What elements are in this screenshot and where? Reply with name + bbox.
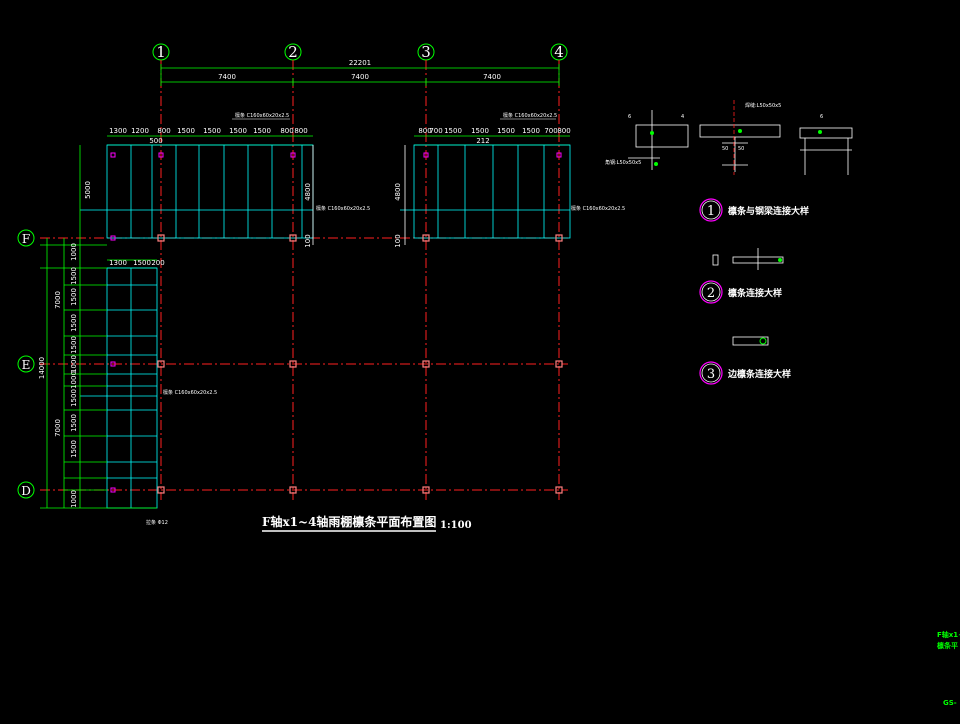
dim-lt-7: 800	[280, 127, 293, 135]
axis-label-F: F	[22, 232, 30, 246]
dim-lt-6: 1500	[253, 127, 271, 135]
dim-sr-0: 1000	[70, 243, 78, 261]
dim-rt-1: 700	[429, 127, 442, 135]
axis-label-2: 2	[288, 43, 298, 61]
dim-rt-0: 800	[418, 127, 431, 135]
dim-sp-1: 1500	[133, 259, 151, 267]
dim-sr-7: 1500	[70, 389, 78, 407]
axis-lines-horizontal	[40, 237, 568, 491]
left-top-dims-text: 1300 1200 800 1500 1500 1500 1500 800 80…	[84, 112, 370, 248]
side-panel-dims-text: 1300 1500 200 14000 7000 7000 1000 1500 …	[38, 243, 217, 526]
dim-sp-2: 200	[151, 259, 164, 267]
detail-item-3[interactable]: 3 边檩条连接大样	[699, 361, 791, 385]
detail-2-number: 2	[707, 286, 715, 301]
dim-overall-top: 22201	[349, 59, 371, 67]
dim-sr-1: 1500	[70, 267, 78, 285]
note-tie: 拉条 Φ12	[146, 519, 168, 526]
detail-note-angle: 50	[722, 146, 728, 152]
detail-item-1[interactable]: 1 檩条与钢梁连接大样	[699, 198, 809, 222]
note-purlin-a: 檩条 C160x60x20x2.5	[235, 112, 289, 119]
dim-rt-3: 1500	[471, 127, 489, 135]
detail-note-bottom: 角钢:L50x50x5	[605, 159, 641, 166]
dim-bay-1: 7400	[218, 73, 236, 81]
note-purlin-d: 檩条 C160x60x20x2.5	[571, 205, 625, 212]
dim-sr-8: 1500	[70, 414, 78, 432]
dim-sp-0: 1300	[109, 259, 127, 267]
detail-note-angle2: 50	[738, 146, 744, 152]
dim-lt-3: 1500	[177, 127, 195, 135]
dim-lt-sub: 500	[149, 137, 162, 145]
dim-rt-2: 1500	[444, 127, 462, 135]
top-dimensions	[160, 64, 560, 86]
dim-rt-4: 1500	[497, 127, 515, 135]
dim-lt-4: 1500	[203, 127, 221, 135]
detail-sym-1: 6	[628, 114, 631, 120]
dim-sr-3: 1500	[70, 314, 78, 332]
axis-bubbles-rows: F E D	[17, 229, 35, 499]
right-top-dims-text: 800 700 1500 1500 1500 1500 700 800 212 …	[394, 112, 625, 248]
detail-sym-2: 4	[681, 114, 684, 120]
title-block-line-2: 檩条平	[937, 641, 958, 650]
detail-sym-3: 6	[820, 114, 823, 120]
axis-label-1: 1	[156, 43, 166, 61]
dim-sr-10: 1000	[70, 490, 78, 508]
axis-lines-vertical	[160, 60, 560, 500]
dim-rt-inner-depth: 4800	[394, 183, 402, 201]
dim-rt-edge: 100	[394, 234, 402, 247]
drawing-title-block: F轴x1~4轴雨棚檩条平面布置图 1:100	[262, 514, 472, 532]
dim-lt-edge: 100	[304, 234, 312, 247]
side-panel-left	[40, 238, 158, 509]
detail-item-2[interactable]: 2 檩条连接大样	[699, 280, 782, 304]
dim-lt-5: 1500	[229, 127, 247, 135]
title-block-sheet: GS-	[943, 699, 957, 707]
dim-sr-6: 1000	[70, 371, 78, 389]
note-purlin-b: 檩条 C160x60x20x2.5	[316, 205, 370, 212]
dim-lt-inner-depth: 4800	[304, 183, 312, 201]
dim-side-bay-2: 7000	[54, 419, 62, 437]
dim-side-bay-1: 7000	[54, 291, 62, 309]
drawing-title: F轴x1~4轴雨棚檩条平面布置图	[262, 514, 436, 529]
canopy-right-top	[400, 135, 571, 245]
title-block-line-1: F轴x1~	[937, 630, 960, 639]
bolt-markers	[110, 152, 562, 493]
title-block-fragment: F轴x1~ 檩条平 GS-	[937, 630, 960, 707]
dim-rt-7: 800	[557, 127, 570, 135]
note-purlin-c: 檩条 C160x60x20x2.5	[503, 112, 557, 119]
dim-lt-1: 1200	[131, 127, 149, 135]
canopy-left-top	[79, 135, 314, 245]
dim-rt-sub: 212	[476, 137, 489, 145]
dim-sr-9: 1500	[70, 440, 78, 458]
detail-3-number: 3	[707, 367, 715, 382]
dim-bay-3: 7400	[483, 73, 501, 81]
axis-label-4: 4	[554, 43, 564, 61]
drawing-scale: 1:100	[440, 520, 472, 531]
detail-3-label: 边檩条连接大样	[727, 368, 791, 380]
detail-1-number: 1	[707, 204, 715, 219]
column-markers	[157, 234, 563, 494]
dim-lt-0: 1300	[109, 127, 127, 135]
dim-bay-2: 7400	[351, 73, 369, 81]
axis-label-E: E	[22, 358, 31, 372]
dim-lt-2: 800	[157, 127, 170, 135]
detail-2-label: 檩条连接大样	[728, 287, 782, 299]
detail-sketches: 焊缝:L50x50x5 50 50 角钢:L50x50x5 6 4 6	[605, 100, 853, 346]
dim-side-total: 14000	[38, 357, 46, 379]
dim-lt-8: 800	[294, 127, 307, 135]
dim-lt-depth: 5000	[84, 181, 92, 199]
note-purlin-e: 檩条 C160x60x20x2.5	[163, 389, 217, 396]
detail-note-weld: 焊缝:L50x50x5	[745, 102, 781, 109]
dim-sr-5: 1000	[70, 355, 78, 373]
dim-sr-4: 1500	[70, 336, 78, 354]
axis-label-D: D	[21, 484, 31, 498]
detail-legend: 1 檩条与钢梁连接大样 2 檩条连接大样 3 边檩条连接大样	[699, 198, 809, 385]
dim-sr-2: 1500	[70, 288, 78, 306]
axis-label-3: 3	[421, 43, 431, 61]
detail-1-label: 檩条与钢梁连接大样	[728, 205, 809, 217]
dim-rt-6: 700	[544, 127, 557, 135]
dim-rt-5: 1500	[522, 127, 540, 135]
